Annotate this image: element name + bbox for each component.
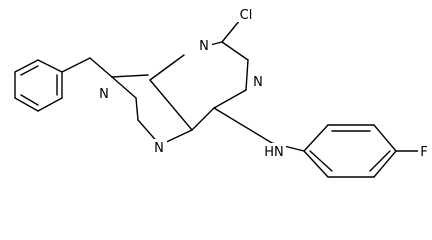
atom-n7: N xyxy=(154,141,164,156)
bonds xyxy=(14,19,421,178)
bond xyxy=(61,57,91,73)
atom-cl: Cl xyxy=(240,8,253,23)
bond xyxy=(149,79,193,131)
bond xyxy=(309,150,333,172)
bond xyxy=(303,150,329,178)
bond xyxy=(213,107,273,144)
bond xyxy=(89,57,113,78)
bond xyxy=(37,59,63,73)
bond xyxy=(20,65,39,76)
molecule-structure-diagram: N N Cl N N HN F xyxy=(14,6,430,178)
bond xyxy=(369,150,391,172)
bond xyxy=(135,97,139,121)
atom-n3: N xyxy=(199,39,209,54)
bond xyxy=(221,41,249,61)
bond xyxy=(37,97,63,112)
bond xyxy=(111,76,137,99)
bond xyxy=(191,107,215,131)
bond xyxy=(245,59,249,91)
bond xyxy=(303,124,329,152)
atom-f: F xyxy=(420,145,427,160)
bond xyxy=(20,94,39,106)
atom-n9: N xyxy=(99,87,109,102)
atom-nh: HN xyxy=(264,145,284,160)
bond xyxy=(149,54,185,81)
atom-labels: N N Cl N N HN F xyxy=(96,6,430,160)
bond xyxy=(14,59,39,73)
bond xyxy=(213,89,247,109)
bond xyxy=(111,74,149,78)
bond xyxy=(373,150,397,178)
atom-n1: N xyxy=(253,75,263,90)
bond xyxy=(14,97,39,112)
bond xyxy=(221,19,241,43)
bond xyxy=(373,124,397,152)
